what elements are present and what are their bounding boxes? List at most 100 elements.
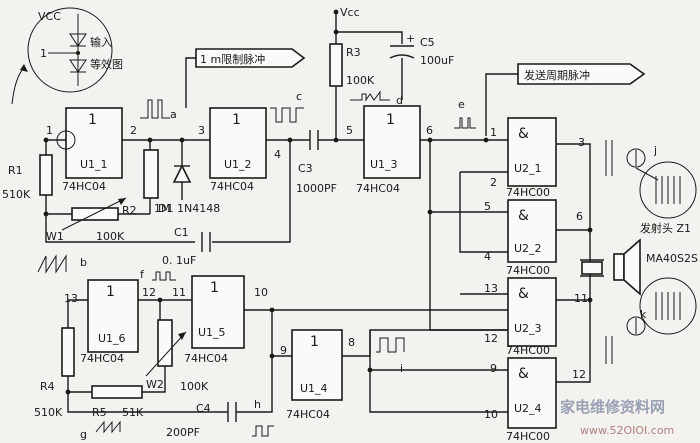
gate-name: U1_1 (80, 158, 108, 171)
potentiometer-w1: W1 100K R2 (46, 197, 137, 243)
pin-number: 11 (574, 292, 588, 305)
signal-label: k (640, 308, 647, 321)
gate-symbol: 1 (386, 112, 395, 128)
component-value: 0. 1uF (162, 254, 196, 267)
signal-label: a (170, 108, 177, 121)
component-label: D1 1N4148 (158, 202, 220, 215)
resistor-r5: R5 51K (91, 385, 144, 419)
inset-input-label: 输入 (90, 35, 112, 49)
pulse-tag-label: 1 m限制脉冲 (200, 52, 265, 66)
pin-number: 5 (484, 200, 491, 213)
vcc-label: Vcc (340, 6, 360, 19)
gate-part: 74HC00 (506, 344, 550, 357)
component-value: 200PF (166, 426, 200, 439)
pin-number: 13 (484, 282, 498, 295)
pin-number: 4 (484, 250, 491, 263)
signal-label: h (254, 398, 261, 411)
inset-equiv-label: 等效图 (90, 57, 123, 71)
pin-number: 9 (280, 344, 287, 357)
gate-symbol: 1 (106, 284, 115, 300)
component-value: 510K (2, 188, 31, 201)
gate-symbol: 1 (232, 112, 241, 128)
gate-u2-3: & U2_3 74HC00 13 12 11 (484, 277, 588, 357)
pin-number: 12 (572, 368, 586, 381)
resistor-r2: 1M (143, 149, 171, 215)
pin-number: 3 (578, 136, 585, 149)
pin-number: 4 (274, 148, 281, 161)
diode-icon (69, 59, 87, 73)
pin-number: 9 (490, 362, 497, 375)
gate-part: 74HC04 (210, 180, 254, 193)
gate-u1-3: 1 U1_3 74HC04 5 6 (346, 105, 433, 195)
signal-label: f (140, 268, 145, 281)
signal-label: b (80, 256, 87, 269)
pin-number: 10 (254, 286, 268, 299)
component-value: MA40S2S (646, 252, 698, 265)
diode-icon (69, 33, 87, 47)
probe-k-waveform: k (605, 277, 697, 364)
gate-name: U2_1 (514, 162, 542, 175)
gate-symbol: & (518, 208, 529, 224)
probe-j-waveform: j (605, 140, 697, 219)
capacitor-c4: C4 200PF (166, 402, 237, 439)
gate-name: U2_4 (514, 402, 542, 415)
pin-number: 12 (142, 286, 156, 299)
gate-part: 74HC04 (80, 352, 124, 365)
gate-u1-2: 1 U1_2 74HC04 3 4 (198, 107, 281, 193)
gate-name: U1_3 (370, 158, 398, 171)
gate-name: U2_3 (514, 322, 542, 335)
gate-symbol: & (518, 366, 529, 382)
signal-label: j (653, 144, 657, 157)
pin-number: 8 (348, 336, 355, 349)
gate-symbol: 1 (310, 334, 319, 350)
pin-number: 2 (490, 176, 497, 189)
pin-number: 10 (484, 408, 498, 421)
pin-number: 2 (130, 124, 137, 137)
pin-number: 12 (484, 332, 498, 345)
gate-symbol: & (518, 286, 529, 302)
gate-name: U1_6 (98, 332, 126, 345)
gate-u2-2: & U2_2 74HC00 5 4 6 (484, 199, 583, 277)
gate-symbol: 1 (88, 112, 97, 128)
pin-number: 3 (198, 124, 205, 137)
gate-symbol: 1 (210, 280, 219, 296)
component-label: R3 (346, 46, 361, 59)
component-label: C1 (174, 226, 189, 239)
input-equivalent-inset: VCC 1 输入 等效图 (11, 7, 123, 105)
component-label: W1 (46, 230, 64, 243)
gate-u2-4: & U2_4 74HC00 9 10 12 (484, 357, 586, 443)
component-value: 1000PF (296, 182, 337, 195)
component-label: R4 (40, 380, 55, 393)
gate-part: 74HC04 (286, 408, 330, 421)
pulse-tag-send: 发送周期脉冲 (517, 63, 646, 85)
inset-pin-label: 1 (40, 47, 47, 60)
capacitor-c5: + C5 100uF (389, 32, 454, 67)
gate-part: 74HC04 (356, 182, 400, 195)
component-value: 100uF (420, 54, 454, 67)
capacitor-c1: C1 0. 1uF (162, 226, 211, 267)
pin-number: 5 (346, 124, 353, 137)
signal-label: i (400, 362, 403, 375)
signal-label: g (80, 428, 87, 441)
component-label: W2 (146, 378, 164, 391)
gate-u2-1: & U2_1 74HC00 1 2 3 (490, 117, 585, 199)
gate-symbol: & (518, 126, 529, 142)
gate-name: U1_2 (224, 158, 252, 171)
svg-text:+: + (406, 32, 415, 45)
component-label: R2 (122, 204, 137, 217)
component-label: C5 (420, 36, 435, 49)
gate-u1-1: 1 U1_1 74HC04 1 2 (46, 107, 137, 193)
pin-number: 1 (490, 126, 497, 139)
resistor-r3: R3 100K (329, 43, 375, 87)
pin-number: 1 (46, 124, 53, 137)
gate-u1-6: 1 U1_6 74HC04 13 12 (64, 279, 156, 365)
gate-u1-5: 1 U1_5 74HC04 11 10 (172, 275, 268, 365)
transducer-z1: 发射头 Z1 MA40S2S (580, 221, 698, 296)
pin-number: 13 (64, 292, 78, 305)
potentiometer-w2: W2 100K (145, 319, 209, 393)
component-label: C3 (298, 162, 313, 175)
gate-part: 74HC04 (184, 352, 228, 365)
watermark-url: www.52OIOI.com (580, 424, 674, 437)
pulse-tag-1m: 1 m限制脉冲 (195, 48, 306, 68)
